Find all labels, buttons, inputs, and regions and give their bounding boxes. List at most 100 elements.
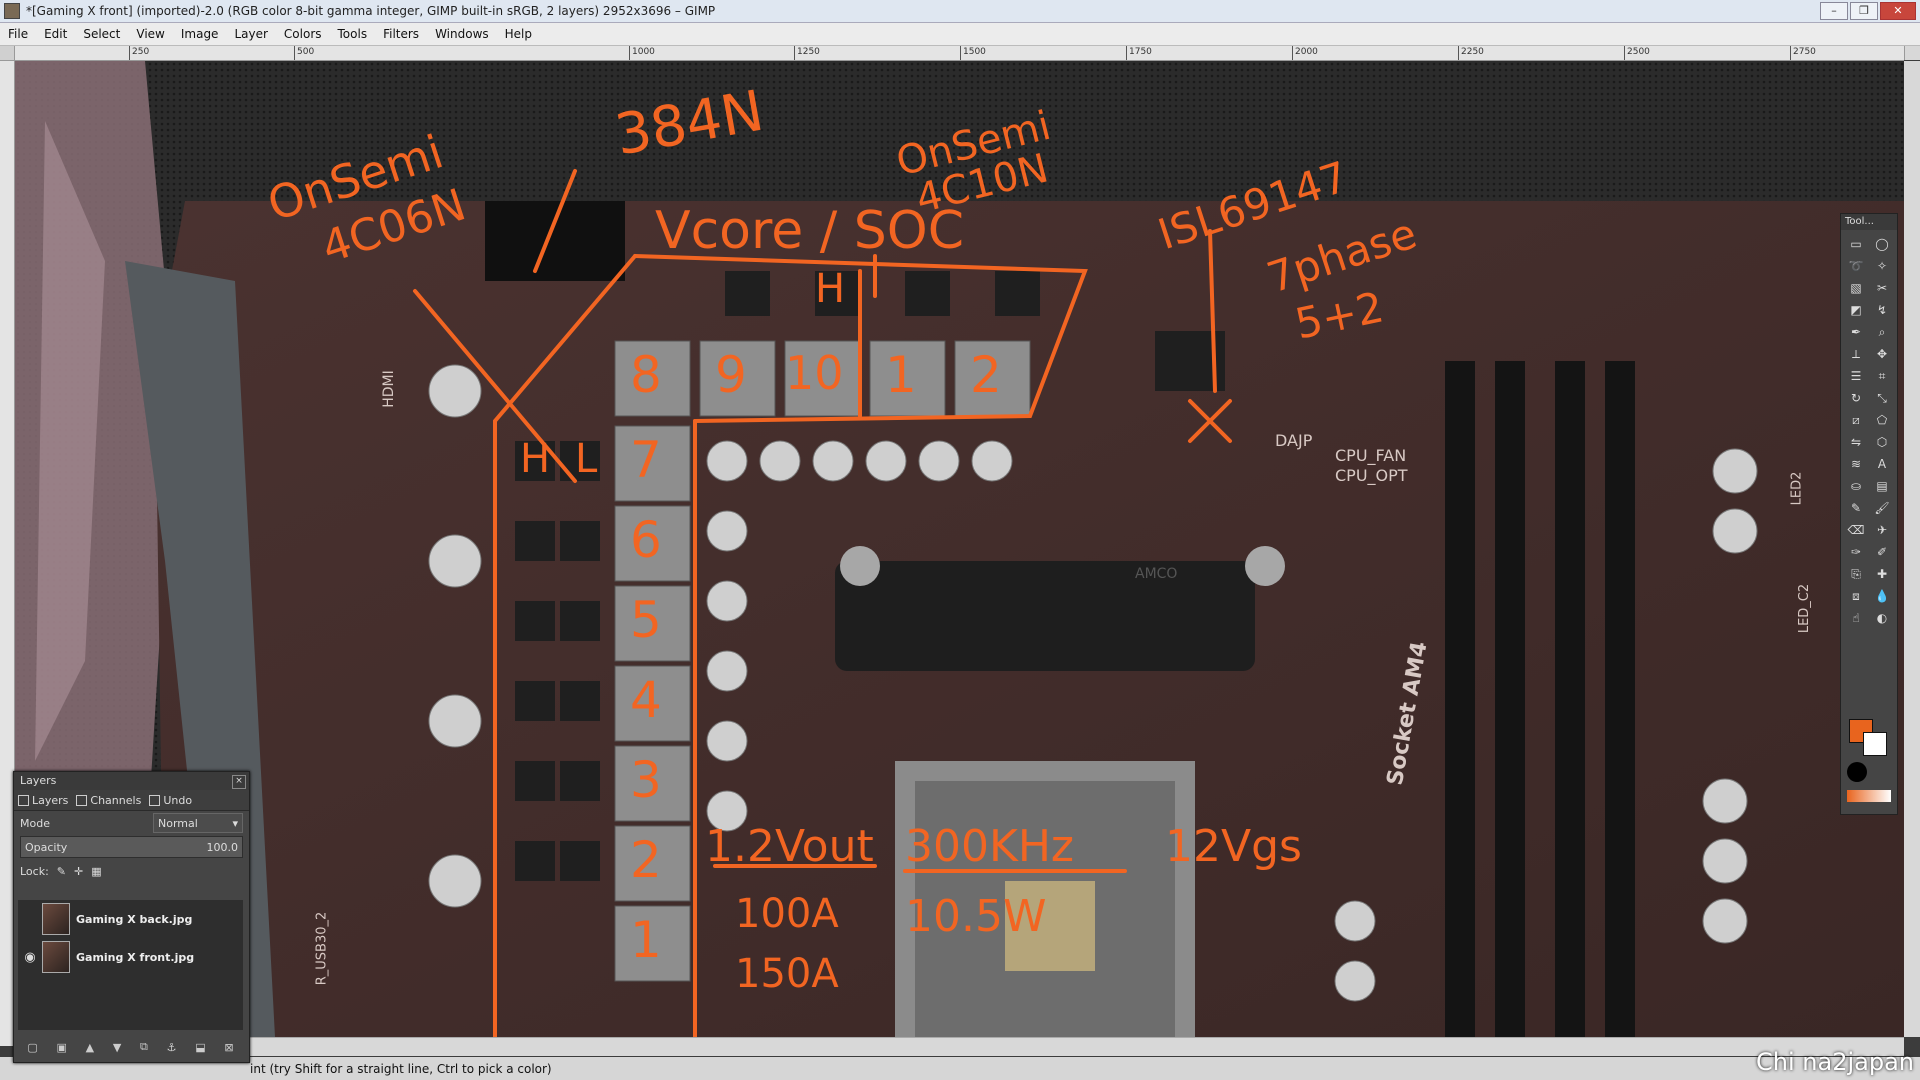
ruler-tick: 2250 <box>1458 46 1484 60</box>
ink-icon[interactable]: ✑ <box>1850 545 1862 559</box>
close-button[interactable]: ✕ <box>1880 2 1916 20</box>
menu-image[interactable]: Image <box>180 27 219 41</box>
color-picker-icon[interactable]: ✒ <box>1850 325 1862 339</box>
lock-alpha-icon[interactable]: ▦ <box>91 864 102 878</box>
pencil-icon[interactable]: ✎ <box>1850 501 1862 515</box>
align-icon[interactable]: ☰ <box>1850 369 1862 383</box>
foreground-select-icon[interactable]: ◩ <box>1850 303 1862 317</box>
menu-filters[interactable]: Filters <box>383 27 420 41</box>
zoom-icon[interactable]: ⌕ <box>1878 325 1886 339</box>
gradient-preview[interactable] <box>1847 790 1891 802</box>
vertical-scrollbar[interactable] <box>1904 61 1920 1037</box>
smudge-icon[interactable]: ☝ <box>1852 611 1860 625</box>
blur-icon[interactable]: 💧 <box>1874 589 1890 603</box>
ruler-tick: 1750 <box>1126 46 1152 60</box>
board-label-dajp: DAJP <box>1275 431 1313 450</box>
new-group-icon[interactable]: ▣ <box>56 1040 67 1054</box>
eye-icon[interactable]: ◉ <box>24 949 36 965</box>
annotation-amps1: 100A <box>735 891 839 937</box>
status-text: int (try Shift for a straight line, Ctrl… <box>250 1061 552 1076</box>
background-color-swatch[interactable] <box>1863 732 1887 756</box>
perspective-icon[interactable]: ⬠ <box>1876 413 1888 427</box>
rect-select-icon[interactable]: ▭ <box>1850 237 1862 251</box>
statusbar: int (try Shift for a straight line, Ctrl… <box>0 1057 1920 1080</box>
text-icon[interactable]: A <box>1877 457 1887 471</box>
lock-pixels-icon[interactable]: ✎ <box>56 864 67 878</box>
lock-label: Lock: <box>20 864 49 878</box>
crop-icon[interactable]: ⌗ <box>1878 369 1886 383</box>
dodge-icon[interactable]: ◐ <box>1876 611 1888 625</box>
warp-icon[interactable]: ≋ <box>1850 457 1862 471</box>
raise-layer-icon[interactable]: ▲ <box>85 1040 95 1054</box>
menu-tools[interactable]: Tools <box>337 27 368 41</box>
horizontal-scrollbar[interactable] <box>15 1037 1904 1056</box>
shear-icon[interactable]: ⧄ <box>1852 413 1860 427</box>
color-select-icon[interactable]: ▧ <box>1850 281 1862 295</box>
navigate-button[interactable] <box>1904 46 1920 60</box>
duplicate-layer-icon[interactable]: ⧉ <box>140 1040 148 1053</box>
ruler-tick: 250 <box>129 46 149 60</box>
anchor-layer-icon[interactable]: ⚓ <box>166 1040 177 1054</box>
tab-channels[interactable]: Channels <box>72 794 145 807</box>
airbrush-icon[interactable]: ✈ <box>1876 523 1888 537</box>
scissors-icon[interactable]: ✂ <box>1876 281 1888 295</box>
new-layer-icon[interactable]: ▢ <box>27 1040 38 1054</box>
scale-icon[interactable]: ⤡ <box>1877 391 1887 405</box>
toolbox-dock: Tool... ▭ ◯ ➰ ✧ ▧ ✂ ◩ ↯ ✒ ⌕ ⟂ ✥ ☰ ⌗ ↻ ⤡ … <box>1840 213 1898 815</box>
layer-name: Gaming X front.jpg <box>76 950 195 964</box>
vertical-ruler[interactable] <box>0 46 15 1046</box>
lower-layer-icon[interactable]: ▼ <box>112 1040 122 1054</box>
maximize-button[interactable]: ❐ <box>1850 2 1878 20</box>
perspective-clone-icon[interactable]: ⧈ <box>1852 589 1860 603</box>
brush-preview[interactable] <box>1847 762 1867 782</box>
horizontal-ruler[interactable]: 250 500 1000 1250 1500 1750 2000 2250 25… <box>14 46 1904 61</box>
tab-undo[interactable]: Undo <box>145 794 196 807</box>
menu-colors[interactable]: Colors <box>283 27 322 41</box>
delete-layer-icon[interactable]: ⊠ <box>224 1040 234 1054</box>
mypaint-icon[interactable]: ✐ <box>1876 545 1888 559</box>
menu-windows[interactable]: Windows <box>435 27 489 41</box>
ellipse-select-icon[interactable]: ◯ <box>1875 237 1889 251</box>
merge-layer-icon[interactable]: ⬓ <box>195 1040 206 1054</box>
menu-help[interactable]: Help <box>504 27 532 41</box>
foreground-color-swatch[interactable] <box>1849 719 1873 743</box>
eraser-icon[interactable]: ⌫ <box>1847 523 1865 537</box>
layer-row[interactable]: ◉ Gaming X front.jpg <box>18 938 243 976</box>
paths-icon[interactable]: ↯ <box>1876 303 1888 317</box>
ruler-tick: 2000 <box>1292 46 1318 60</box>
tab-layers[interactable]: Layers <box>14 794 72 807</box>
lasso-icon[interactable]: ➰ <box>1848 259 1864 273</box>
image-canvas[interactable]: OnSemi 4C06N 384N OnSemi 4C10N Vcore / S… <box>15 61 1904 1037</box>
watermark: Chi na2japan <box>1756 1048 1914 1076</box>
bucket-fill-icon[interactable]: ⛀ <box>1850 479 1862 493</box>
measure-icon[interactable]: ⟂ <box>1851 347 1860 361</box>
layer-thumbnail <box>42 903 70 935</box>
opacity-value: 100.0 <box>206 840 239 854</box>
rotate-icon[interactable]: ↻ <box>1850 391 1862 405</box>
move-icon[interactable]: ✥ <box>1876 347 1888 361</box>
blend-icon[interactable]: ▤ <box>1876 479 1888 493</box>
annotation-hs-top: H <box>815 266 846 312</box>
opacity-slider[interactable]: Opacity 100.0 <box>20 836 243 858</box>
mode-select[interactable]: Normal▾ <box>153 813 243 833</box>
clone-icon[interactable]: ⎘ <box>1851 567 1861 581</box>
phase-number: 8 <box>630 346 662 404</box>
ruler-corner[interactable] <box>0 46 15 61</box>
menu-view[interactable]: View <box>136 27 165 41</box>
menu-edit[interactable]: Edit <box>44 27 68 41</box>
minimize-button[interactable]: – <box>1820 2 1848 20</box>
heal-icon[interactable]: ✚ <box>1876 567 1888 581</box>
paintbrush-icon[interactable]: 🖌 <box>1874 501 1890 515</box>
menu-layer[interactable]: Layer <box>234 27 268 41</box>
fuzzy-select-icon[interactable]: ✧ <box>1876 259 1888 273</box>
menu-file[interactable]: File <box>8 27 29 41</box>
ruler-tick: 1000 <box>629 46 655 60</box>
tab-label: Layers <box>32 793 69 807</box>
phase-number: 2 <box>630 831 662 889</box>
flip-icon[interactable]: ⇋ <box>1850 435 1862 449</box>
menu-select[interactable]: Select <box>83 27 121 41</box>
cage-icon[interactable]: ⬡ <box>1876 435 1888 449</box>
lock-position-icon[interactable]: ✛ <box>74 864 84 878</box>
layer-row[interactable]: Gaming X back.jpg <box>18 900 243 938</box>
close-dock-icon[interactable]: × <box>232 775 246 789</box>
